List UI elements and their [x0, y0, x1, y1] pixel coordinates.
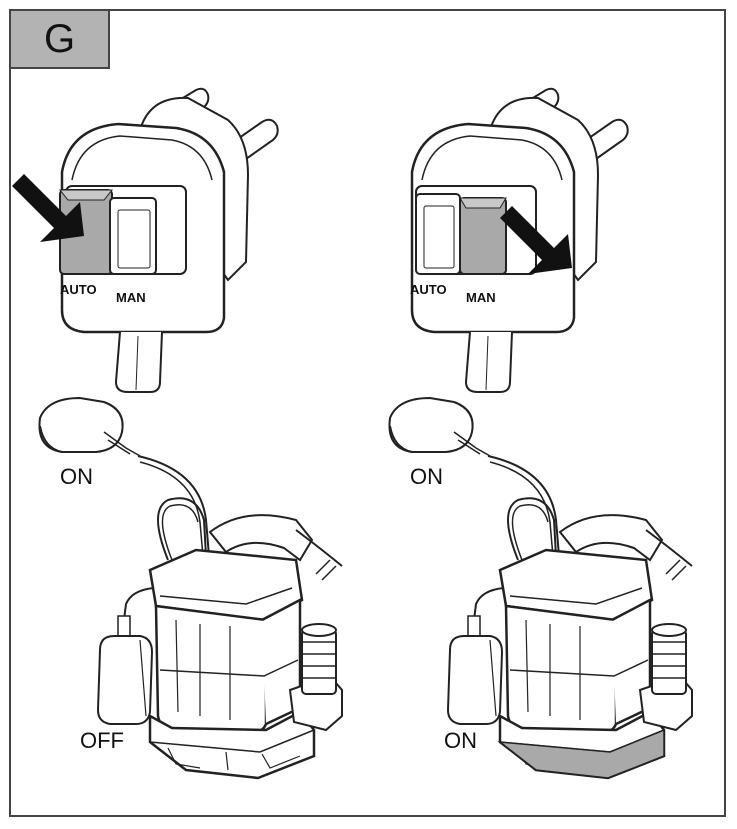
float-switch-hanging	[447, 635, 503, 725]
pump-left	[116, 496, 344, 780]
section-label: G	[11, 11, 110, 69]
man-label: MAN	[116, 290, 146, 305]
auto-label: AUTO	[60, 282, 97, 297]
auto-label: AUTO	[410, 282, 447, 297]
float-on-label-bottom: ON	[444, 728, 477, 753]
float-off-label: OFF	[80, 728, 124, 753]
float-switch-hanging	[97, 635, 153, 725]
right-panel: AUTO MAN ON ON	[388, 87, 694, 780]
man-button-pressed	[459, 197, 507, 275]
float-on-label: ON	[60, 464, 93, 489]
float-on-label: ON	[410, 464, 443, 489]
figure-frame	[9, 9, 726, 817]
left-panel: AUTO MAN ON OFF	[12, 87, 344, 780]
man-label: MAN	[466, 290, 496, 305]
